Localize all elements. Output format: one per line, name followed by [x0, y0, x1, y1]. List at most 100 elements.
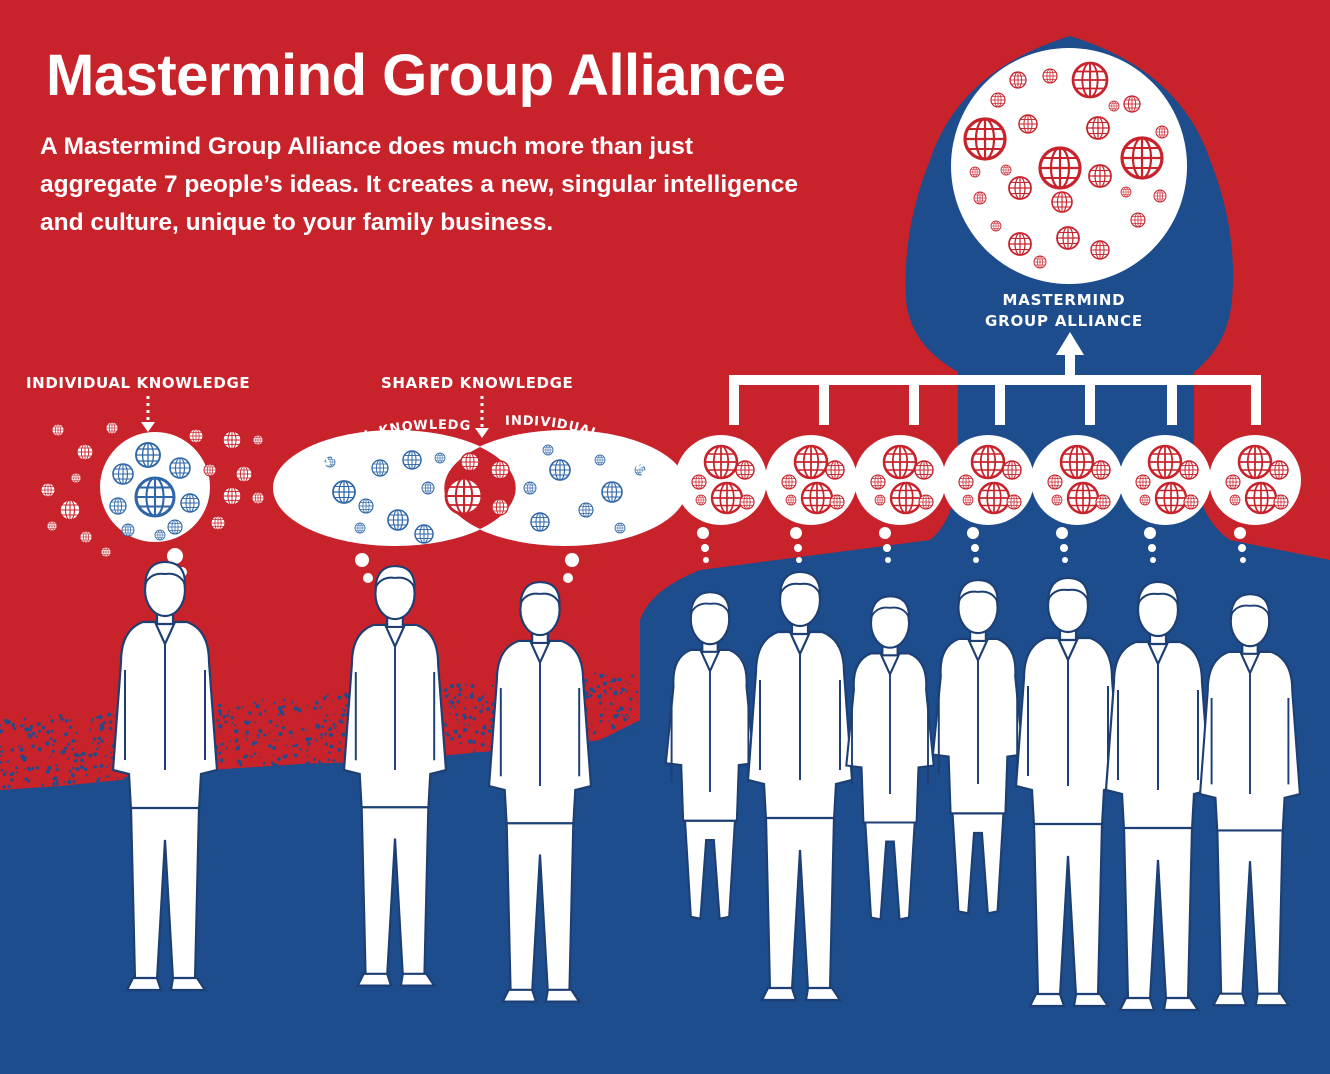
globe-icon: [414, 524, 434, 544]
globe-icon: [105, 421, 119, 435]
globe-icon: [1120, 186, 1132, 198]
person-icon: [845, 595, 935, 921]
globe-icon: [121, 523, 135, 537]
globe-icon: [1000, 164, 1012, 176]
globe-icon: [889, 481, 923, 515]
globe-icon: [251, 491, 265, 505]
globe-icon: [332, 480, 356, 504]
globe-icon: [1006, 494, 1022, 510]
globe-icon: [109, 497, 127, 515]
person-icon: [664, 591, 756, 920]
globe-icon: [825, 460, 845, 480]
globe-icon: [1042, 68, 1058, 84]
alliance-head-cloud: [951, 48, 1187, 284]
globe-icon: [990, 220, 1002, 232]
person-icon: [1014, 576, 1122, 1008]
person-icon: [931, 579, 1025, 915]
globe-icon: [402, 450, 422, 470]
intro-text: A Mastermind Group Alliance does much mo…: [40, 133, 798, 236]
globe-icon: [1091, 460, 1111, 480]
globe-icon: [870, 474, 886, 490]
globe-icon: [578, 502, 594, 518]
globe-icon: [793, 444, 829, 480]
mastermind-label-line1: MASTERMIND: [1002, 291, 1126, 309]
globe-icon: [1123, 95, 1141, 113]
globe-icon: [523, 481, 537, 495]
globe-icon: [1088, 164, 1112, 188]
globe-icon: [1002, 460, 1022, 480]
globe-icon: [963, 117, 1007, 161]
globe-icon: [549, 459, 571, 481]
globe-icon: [977, 481, 1011, 515]
globe-icon: [530, 512, 550, 532]
thought-bubble-icon: [942, 435, 1034, 563]
globe-icon: [169, 457, 191, 479]
alliance-thought-bubbles: [675, 435, 1301, 563]
globe-icon: [874, 494, 886, 506]
thought-bubble-icon: [675, 435, 767, 563]
globe-icon: [1047, 474, 1063, 490]
globe-icon: [354, 522, 366, 534]
globe-icon: [135, 442, 161, 468]
alliance-connector: [729, 352, 1261, 425]
globe-icon: [594, 454, 606, 466]
globe-icon: [1139, 494, 1151, 506]
globe-icon: [1225, 474, 1241, 490]
globe-icon: [1071, 61, 1109, 99]
globe-icon: [1147, 444, 1183, 480]
globe-icon: [51, 423, 65, 437]
globe-icon: [134, 476, 176, 518]
globe-icon: [1154, 481, 1188, 515]
globe-icon: [1008, 176, 1032, 200]
shared-knowledge-label: SHARED KNOWLEDGE: [381, 374, 574, 392]
globe-icon: [1135, 474, 1151, 490]
thought-bubble-icon: [1031, 435, 1123, 563]
thought-bubble-icon: [1209, 435, 1301, 563]
globe-icon: [1008, 232, 1032, 256]
globe-icon: [252, 434, 264, 446]
person-icon: [487, 581, 593, 1003]
globe-icon: [421, 481, 435, 495]
globe-icon: [1237, 444, 1273, 480]
globe-icon: [1269, 460, 1289, 480]
arrow-up-icon: [1056, 332, 1084, 355]
page-title: Mastermind Group Alliance: [46, 43, 786, 108]
globe-icon: [829, 494, 845, 510]
globe-icon: [695, 494, 707, 506]
thought-bubble-icon: [1119, 435, 1211, 563]
globe-icon: [222, 486, 242, 506]
globe-icon: [1038, 146, 1082, 190]
globe-icon: [1051, 494, 1063, 506]
globe-icon: [490, 460, 510, 480]
globe-icon: [1155, 125, 1169, 139]
thought-bubble-icon: [854, 435, 946, 563]
globe-icon: [203, 463, 217, 477]
globe-icon: [739, 494, 755, 510]
globe-icon: [188, 428, 204, 444]
globe-icon: [800, 481, 834, 515]
globe-icon: [882, 444, 918, 480]
globe-icon: [703, 444, 739, 480]
globe-icon: [40, 482, 56, 498]
globe-icon: [387, 509, 409, 531]
thought-bubble-icon: [765, 435, 857, 563]
globe-icon: [1244, 481, 1278, 515]
globe-icon: [1056, 226, 1080, 250]
globe-icon: [460, 452, 480, 472]
globe-icon: [781, 474, 797, 490]
globe-icon: [691, 474, 707, 490]
globe-icon: [710, 481, 744, 515]
person-icon: [746, 570, 854, 1002]
globe-icon: [79, 530, 93, 544]
globe-icon: [1183, 494, 1199, 510]
globe-icon: [59, 499, 81, 521]
globe-icon: [1018, 114, 1038, 134]
globe-icon: [914, 460, 934, 480]
globe-icon: [1130, 212, 1146, 228]
globe-icon: [112, 463, 134, 485]
globe-icon: [210, 515, 226, 531]
globe-icon: [444, 476, 484, 516]
globe-icon: [1120, 136, 1164, 180]
